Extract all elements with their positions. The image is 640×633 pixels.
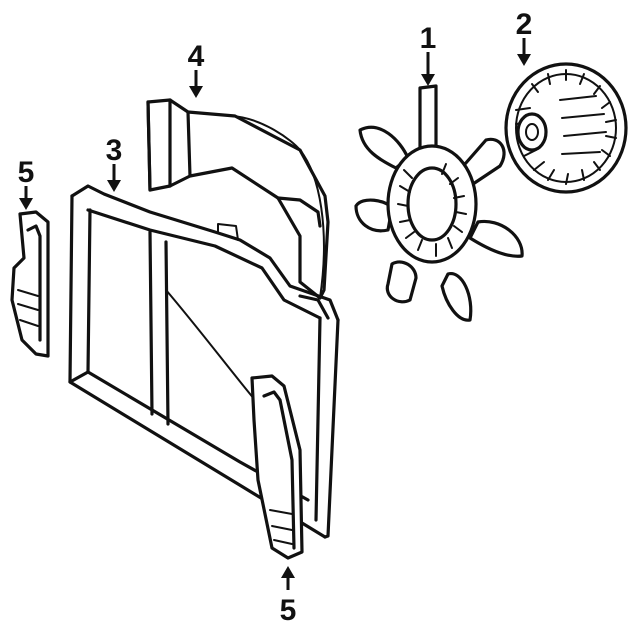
callout-arrows bbox=[19, 38, 531, 590]
part-4-fan-shroud bbox=[146, 98, 330, 300]
callout-5-left: 5 bbox=[18, 156, 35, 189]
callout-4: 4 bbox=[188, 40, 205, 73]
callout-labels: 1 2 3 4 5 5 bbox=[18, 8, 533, 627]
callout-5-bottom: 5 bbox=[280, 594, 297, 627]
part-5-bracket-right bbox=[250, 374, 304, 560]
callout-3: 3 bbox=[106, 134, 123, 167]
part-5-bracket-left bbox=[10, 210, 50, 358]
callout-2: 2 bbox=[516, 8, 533, 41]
callout-1: 1 bbox=[420, 22, 437, 55]
part-1-fan-blade bbox=[354, 84, 524, 322]
part-2-fan-clutch bbox=[504, 62, 628, 194]
